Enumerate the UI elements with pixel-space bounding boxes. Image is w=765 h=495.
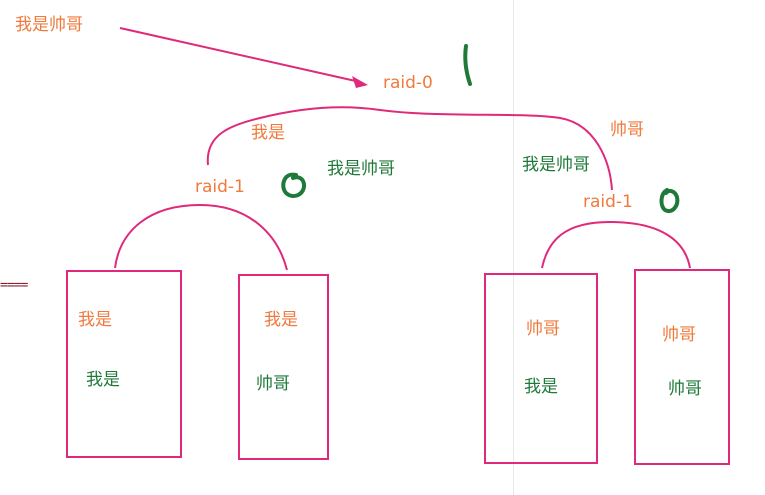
disk-1-green-text: 我是 (86, 370, 120, 390)
page-divider-line (513, 0, 514, 495)
disk-box-2: 我是 帅哥 (238, 274, 329, 460)
disk-box-3: 帅哥 我是 (484, 273, 598, 464)
raid1-right-arc (541, 220, 691, 269)
right-group-upper-label: 帅哥 (610, 120, 644, 140)
annotation-arrow-line (119, 27, 361, 83)
disk-3-green-text: 我是 (524, 377, 558, 397)
green-zero-mark-right (659, 188, 680, 213)
annotation-arrow-head (352, 76, 368, 88)
disk-4-green-text: 帅哥 (668, 379, 702, 399)
raid1-left-label: raid-1 (195, 177, 245, 197)
left-group-green-label: 我是帅哥 (327, 159, 395, 179)
raid1-left-arc (114, 203, 288, 271)
top-note-label: 我是帅哥 (15, 15, 83, 35)
disk-3-orange-text: 帅哥 (526, 319, 560, 339)
raid0-label: raid-0 (383, 73, 433, 93)
left-group-upper-label: 我是 (251, 123, 285, 143)
disk-4-orange-text: 帅哥 (662, 325, 696, 345)
disk-box-1: 我是 我是 (66, 270, 182, 458)
right-group-green-label: 我是帅哥 (522, 155, 590, 175)
raid1-right-label: raid-1 (583, 192, 633, 212)
disk-box-4: 帅哥 帅哥 (634, 269, 730, 465)
disk-2-green-text: 帅哥 (256, 374, 290, 394)
raid0-arc (206, 106, 613, 191)
disk-1-orange-text: 我是 (78, 310, 112, 330)
equals-marker: ==== (0, 278, 28, 293)
green-zero-mark-left (281, 172, 307, 198)
green-one-mark (463, 44, 472, 86)
disk-2-orange-text: 我是 (264, 310, 298, 330)
